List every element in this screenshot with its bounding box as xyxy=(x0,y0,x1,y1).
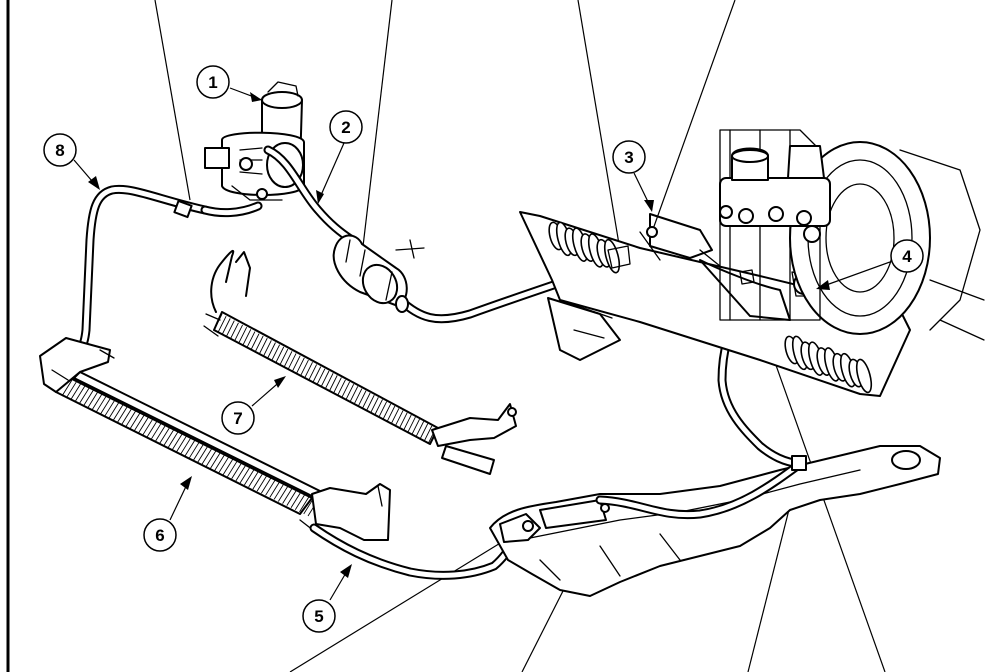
callout-3-label: 3 xyxy=(624,148,633,167)
callout-5: 5 xyxy=(302,564,352,633)
callout-1-label: 1 xyxy=(208,73,217,92)
callout-4-label: 4 xyxy=(902,247,912,266)
callout-6-label: 6 xyxy=(155,526,164,545)
master-cylinder xyxy=(719,145,831,243)
callout-1: 1 xyxy=(196,65,263,102)
callout-4: 4 xyxy=(816,239,924,290)
subframe xyxy=(489,445,941,597)
callout-7-label: 7 xyxy=(233,409,242,428)
fittings xyxy=(522,226,755,532)
cooler-7 xyxy=(203,249,517,475)
callout-3: 3 xyxy=(612,140,654,212)
pressure-damper xyxy=(332,234,425,313)
steering-rack xyxy=(519,211,911,397)
callout-2-label: 2 xyxy=(341,118,350,137)
callout-2: 2 xyxy=(316,110,363,204)
callout-5-label: 5 xyxy=(314,607,323,626)
callout-6: 6 xyxy=(143,476,192,552)
callout-7: 7 xyxy=(221,376,286,435)
hose-5 xyxy=(309,523,525,580)
cooler-6 xyxy=(39,337,391,541)
callout-8-label: 8 xyxy=(55,141,64,160)
callout-8: 8 xyxy=(43,133,100,190)
